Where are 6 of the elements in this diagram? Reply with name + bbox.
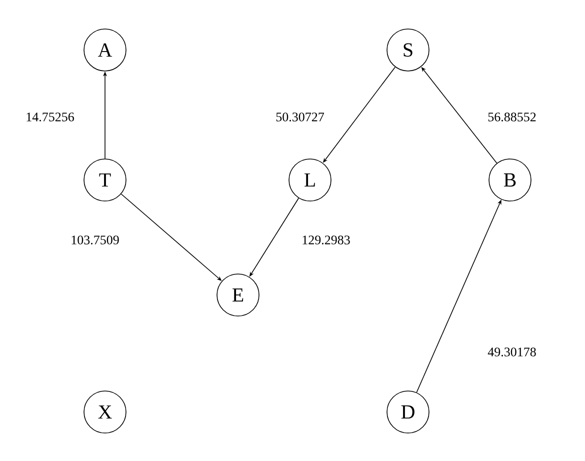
edge-label: 14.75256	[24, 112, 76, 122]
edge-label: 49.30178	[486, 346, 538, 358]
edge-label: 103.7509	[70, 234, 120, 246]
edge-label: 129.2983	[300, 234, 352, 246]
edge-label: 56.88552	[486, 112, 538, 122]
edge-label: 50.30727	[274, 112, 326, 122]
